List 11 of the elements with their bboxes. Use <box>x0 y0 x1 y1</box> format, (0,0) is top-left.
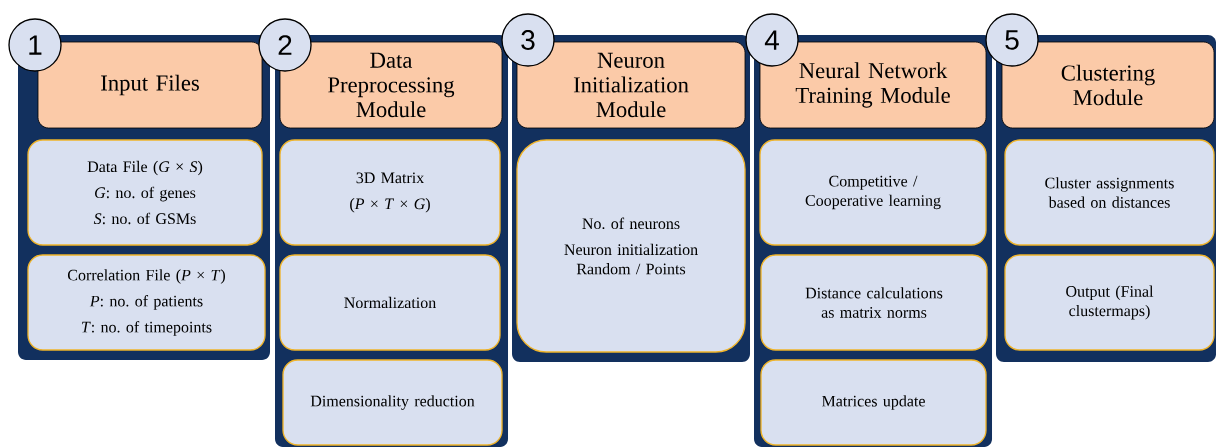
content-box: No. of neurons Neuron initialization Random / Points <box>516 139 746 353</box>
content-box: Dimensionality reduction <box>282 359 503 446</box>
content-box: Normalization <box>279 254 501 351</box>
content-box: Distance calculations as matrix norms <box>760 254 988 351</box>
content-box: Matrices update <box>760 359 987 446</box>
content-box: Output (Final clustermaps) <box>1004 254 1215 351</box>
content-box: Correlation File (P × T) P: no. of patients T: no. of timepoints <box>27 254 266 351</box>
content-box: Data File (G × S) G: no. of genes S: no. of GSMs <box>27 139 263 246</box>
content-box: 3D Matrix (P × T × G) <box>279 139 501 246</box>
content-box: Competitive / Cooperative learning <box>759 139 987 246</box>
content-box: Cluster assignments based on distances <box>1004 139 1215 246</box>
